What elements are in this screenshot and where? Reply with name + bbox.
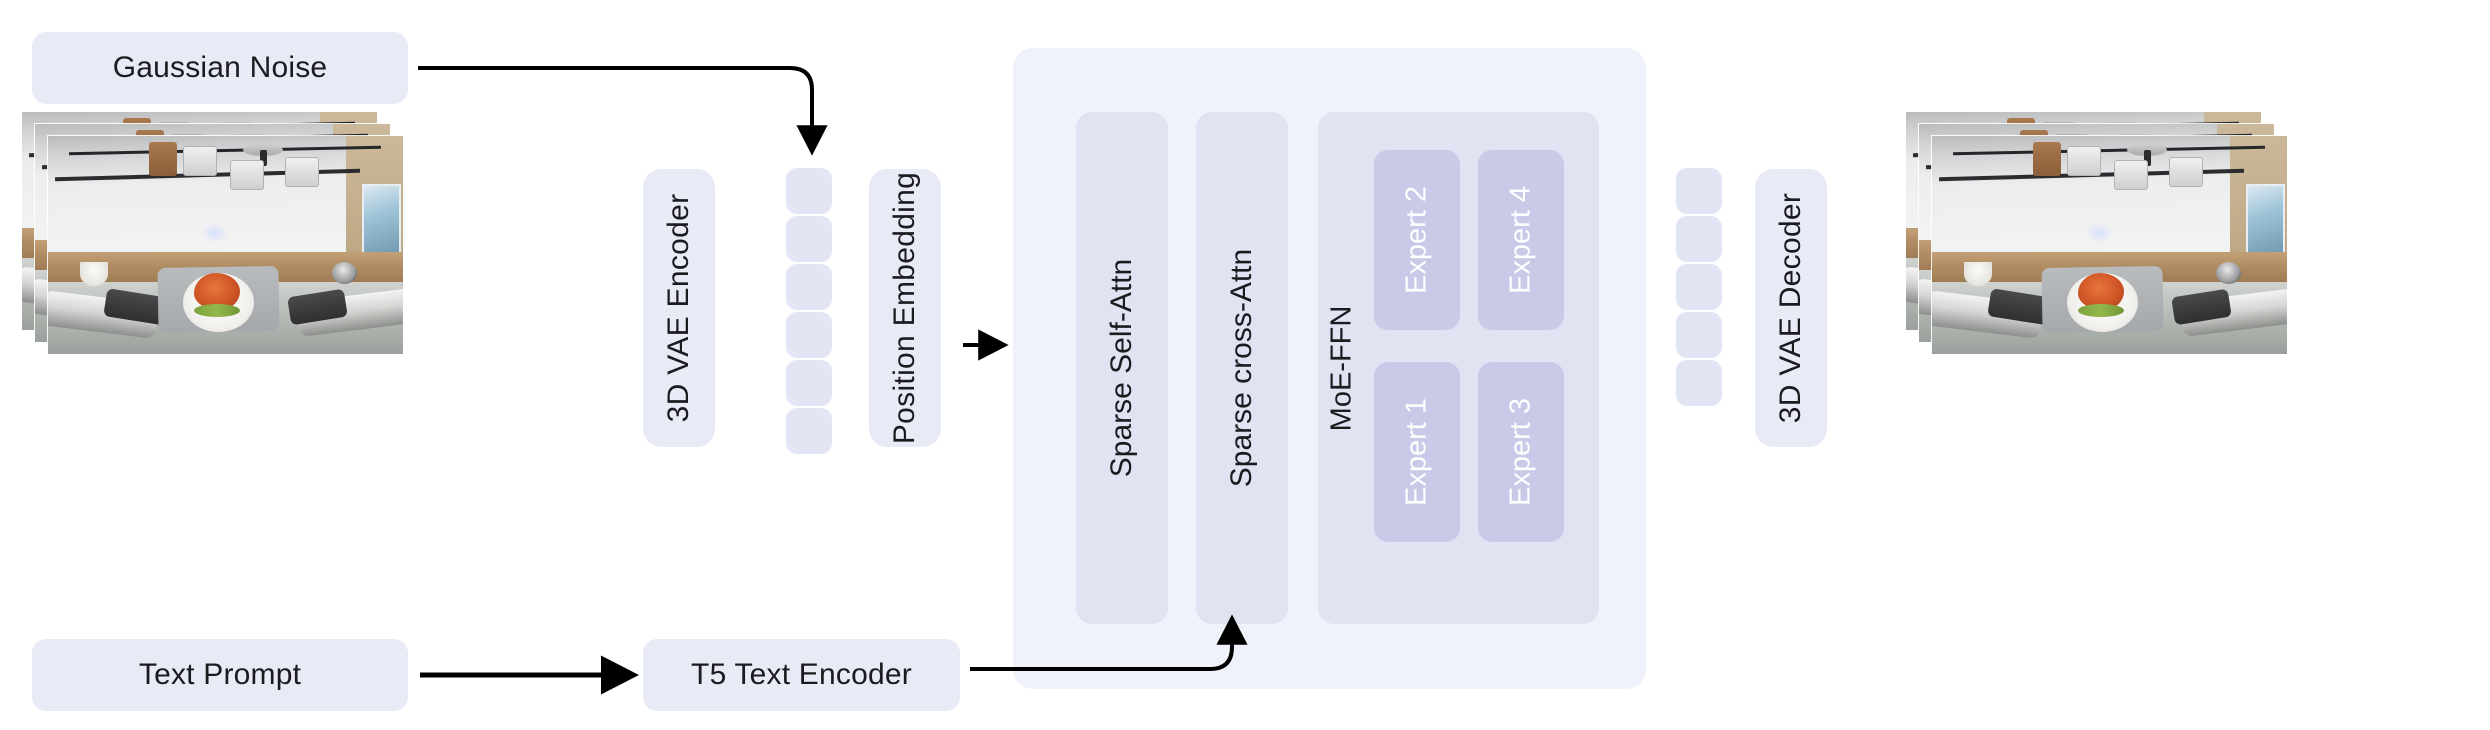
expert-label-2: Expert 2 bbox=[1400, 186, 1433, 294]
expert-label-4: Expert 4 bbox=[1504, 186, 1537, 294]
latent-token bbox=[1676, 168, 1722, 214]
output-frame-1 bbox=[1932, 136, 2287, 354]
arrow-noise-to-tokens bbox=[418, 66, 828, 156]
sparse-self-attn-label: Sparse Self-Attn bbox=[1105, 258, 1138, 478]
expert-label-3: Expert 3 bbox=[1504, 398, 1537, 506]
input-frame-stack bbox=[22, 112, 403, 354]
latent-token bbox=[1676, 360, 1722, 406]
expert-box-3[interactable]: Expert 3 bbox=[1478, 362, 1564, 542]
position-embedding-box[interactable]: Position Embedding bbox=[869, 169, 941, 447]
gaussian-noise-box[interactable]: Gaussian Noise bbox=[32, 32, 408, 104]
moe-ffn-container[interactable]: MoE-FFN Expert 2 Expert 4 Expert 1 Exper… bbox=[1318, 112, 1599, 624]
vae-encoder-label: 3D VAE Encoder bbox=[662, 193, 695, 423]
expert-label-1: Expert 1 bbox=[1400, 398, 1433, 506]
latent-token bbox=[786, 312, 832, 358]
output-token-column bbox=[1676, 168, 1726, 406]
latent-token bbox=[786, 408, 832, 454]
latent-token bbox=[786, 264, 832, 310]
sparse-self-attn-column[interactable]: Sparse Self-Attn bbox=[1076, 112, 1168, 624]
latent-token bbox=[1676, 264, 1722, 310]
expert-box-4[interactable]: Expert 4 bbox=[1478, 150, 1564, 330]
latent-token bbox=[786, 168, 832, 214]
input-frame-1 bbox=[48, 136, 403, 354]
t5-text-encoder-box[interactable]: T5 Text Encoder bbox=[643, 639, 960, 711]
expert-box-2[interactable]: Expert 2 bbox=[1374, 150, 1460, 330]
sparse-cross-attn-label: Sparse cross-Attn bbox=[1225, 248, 1258, 488]
text-prompt-box[interactable]: Text Prompt bbox=[32, 639, 408, 711]
input-token-column bbox=[786, 168, 836, 454]
sparse-cross-attn-column[interactable]: Sparse cross-Attn bbox=[1196, 112, 1288, 624]
latent-token bbox=[1676, 216, 1722, 262]
position-embedding-label: Position Embedding bbox=[888, 171, 921, 445]
transformer-block: Sparse Self-Attn Sparse cross-Attn MoE-F… bbox=[1013, 48, 1646, 689]
latent-token bbox=[786, 216, 832, 262]
vae-decoder-box[interactable]: 3D VAE Decoder bbox=[1755, 169, 1827, 447]
moe-ffn-label: MoE-FFN bbox=[1325, 305, 1358, 432]
latent-token bbox=[786, 360, 832, 406]
expert-box-1[interactable]: Expert 1 bbox=[1374, 362, 1460, 542]
vae-decoder-label: 3D VAE Decoder bbox=[1774, 192, 1807, 424]
output-frame-stack bbox=[1906, 112, 2287, 354]
vae-encoder-box[interactable]: 3D VAE Encoder bbox=[643, 169, 715, 447]
latent-token bbox=[1676, 312, 1722, 358]
